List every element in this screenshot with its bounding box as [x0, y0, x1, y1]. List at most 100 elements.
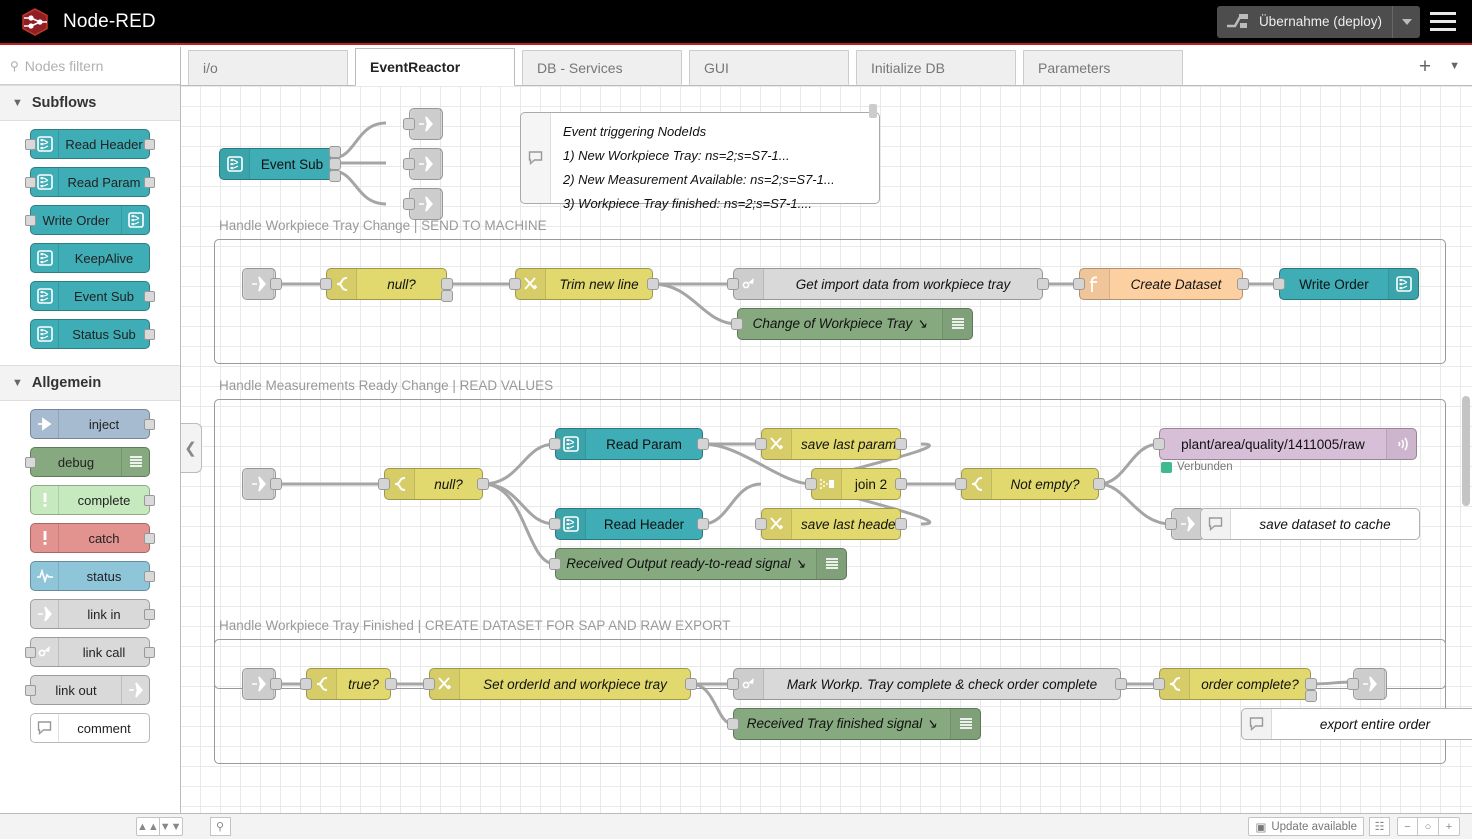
output-port[interactable] — [697, 438, 709, 450]
palette-search[interactable]: ⚲ — [0, 47, 180, 85]
node-get-import-data[interactable]: Get import data from workpiece tray — [727, 268, 1049, 300]
input-port[interactable] — [755, 518, 767, 530]
input-port[interactable] — [805, 478, 817, 490]
node-null-check-g2[interactable]: null? — [378, 468, 489, 500]
node-read-header[interactable]: Read Header — [549, 508, 709, 540]
output-port[interactable] — [329, 158, 341, 170]
output-port[interactable] — [144, 609, 155, 620]
input-port[interactable] — [403, 198, 415, 210]
output-port[interactable] — [441, 278, 453, 290]
node-debug-change-of-workpiece-tray[interactable]: Change of Workpiece Tray ↘ — [731, 308, 973, 340]
palette-node-keepalive[interactable]: KeepAlive — [30, 243, 150, 273]
input-port[interactable] — [25, 647, 36, 658]
output-port[interactable] — [385, 678, 397, 690]
output-port[interactable] — [895, 438, 907, 450]
input-port[interactable] — [549, 558, 561, 570]
input-port[interactable] — [378, 478, 390, 490]
node-link-out-g2[interactable] — [1165, 508, 1205, 540]
input-port[interactable] — [423, 678, 435, 690]
group-handle-workpiece-tray-change[interactable]: Handle Workpiece Tray Change | SEND TO M… — [214, 218, 1446, 364]
input-port[interactable] — [25, 215, 36, 226]
node-link-in-g1[interactable] — [242, 268, 282, 300]
output-port[interactable] — [1305, 678, 1317, 690]
node-true-check[interactable]: true? — [300, 668, 397, 700]
input-port[interactable] — [1273, 278, 1285, 290]
tab-list-menu-icon[interactable]: ▼ — [1449, 60, 1460, 72]
hamburger-menu-icon[interactable] — [1420, 0, 1466, 44]
palette-collapse-button[interactable]: ❮ — [181, 423, 202, 473]
add-flow-button[interactable]: + — [1418, 54, 1432, 78]
node-comment-export-entire-order[interactable]: export entire order — [1241, 708, 1472, 740]
input-port[interactable] — [955, 478, 967, 490]
output-port-1[interactable] — [329, 146, 341, 158]
input-port[interactable] — [549, 518, 561, 530]
output-port[interactable] — [647, 278, 659, 290]
node-mark-workp-tray-complete[interactable]: Mark Workp. Tray complete & check order … — [727, 668, 1127, 700]
node-read-param[interactable]: Read Param — [549, 428, 709, 460]
palette-node-link-call[interactable]: link call — [25, 637, 155, 667]
input-port[interactable] — [727, 678, 739, 690]
input-port[interactable] — [509, 278, 521, 290]
input-port[interactable] — [25, 685, 36, 696]
palette-node-comment[interactable]: comment — [30, 713, 150, 743]
deploy-caret-icon[interactable] — [1392, 5, 1420, 38]
update-available-button[interactable]: ▣ Update available — [1248, 817, 1364, 836]
output-port[interactable] — [144, 177, 155, 188]
input-port[interactable] — [755, 438, 767, 450]
node-join-2[interactable]: join 2 — [805, 468, 907, 500]
output-port[interactable] — [477, 478, 489, 490]
output-port[interactable] — [144, 291, 155, 302]
node-null-check-g1[interactable]: null? — [320, 268, 453, 302]
comment-resize-handle[interactable] — [869, 104, 877, 118]
input-port[interactable] — [25, 457, 36, 468]
tab-parameters[interactable]: Parameters — [1023, 50, 1183, 85]
tab-db-services[interactable]: DB - Services — [522, 50, 682, 85]
input-port[interactable] — [403, 118, 415, 130]
tab-initialize-db[interactable]: Initialize DB — [856, 50, 1016, 85]
input-port[interactable] — [1165, 518, 1177, 530]
output-port[interactable] — [144, 647, 155, 658]
input-port[interactable] — [300, 678, 312, 690]
node-debug-received-tray-finished[interactable]: Received Tray finished signal ↘ — [727, 708, 981, 740]
palette-category-allgemein[interactable]: ▼Allgemein — [0, 365, 180, 401]
tab-eventreactor[interactable]: EventReactor — [355, 48, 515, 86]
palette-node-read-param[interactable]: Read Param — [25, 167, 155, 197]
zoom-out-button[interactable]: − — [1397, 817, 1418, 836]
node-save-last-header[interactable]: save last header — [755, 508, 907, 540]
palette-category-subflows[interactable]: ▼Subflows — [0, 85, 180, 121]
input-port[interactable] — [403, 158, 415, 170]
palette-node-read-header[interactable]: Read Header — [25, 129, 155, 159]
input-port[interactable] — [731, 318, 743, 330]
output-port[interactable] — [270, 478, 282, 490]
node-debug-output-ready[interactable]: Received Output ready-to-read signal ↘ — [549, 548, 847, 580]
palette-node-debug[interactable]: debug — [25, 447, 150, 477]
output-port[interactable] — [1093, 478, 1105, 490]
node-mqtt-out-plant-raw[interactable]: plant/area/quality/1411005/raw — [1153, 428, 1417, 460]
node-comment-save-dataset-to-cache[interactable]: save dataset to cache — [1200, 508, 1420, 540]
output-port[interactable] — [144, 329, 155, 340]
palette-node-write-order[interactable]: Write Order — [25, 205, 150, 235]
input-port[interactable] — [1153, 678, 1165, 690]
output-port[interactable] — [144, 419, 155, 430]
palette-node-catch[interactable]: catch — [30, 523, 155, 553]
palette-node-status-sub[interactable]: Status Sub — [30, 319, 155, 349]
output-port[interactable] — [144, 571, 155, 582]
node-save-last-param[interactable]: save last param — [755, 428, 907, 460]
input-port[interactable] — [25, 139, 36, 150]
navigator-map-icon[interactable]: ☷ — [1369, 817, 1390, 836]
zoom-reset-button[interactable]: ○ — [1418, 817, 1439, 836]
output-port[interactable] — [144, 495, 155, 506]
deploy-button[interactable]: Übernahme (deploy) — [1216, 5, 1420, 38]
node-link-out-2[interactable] — [403, 148, 443, 180]
node-trim-new-line[interactable]: Trim new line — [509, 268, 659, 300]
node-event-sub[interactable]: Event Sub — [219, 146, 341, 182]
input-port[interactable] — [25, 177, 36, 188]
node-write-order[interactable]: Write Order — [1273, 268, 1419, 300]
node-create-dataset[interactable]: Create Dataset — [1073, 268, 1249, 300]
canvas-search-icon[interactable]: ⚲ — [209, 817, 231, 836]
palette-node-status[interactable]: status — [30, 561, 155, 591]
tab-i-o[interactable]: i/o — [188, 50, 348, 85]
output-port-2[interactable] — [441, 290, 453, 302]
chevrons-down-icon[interactable]: ▼▼ — [159, 817, 183, 836]
